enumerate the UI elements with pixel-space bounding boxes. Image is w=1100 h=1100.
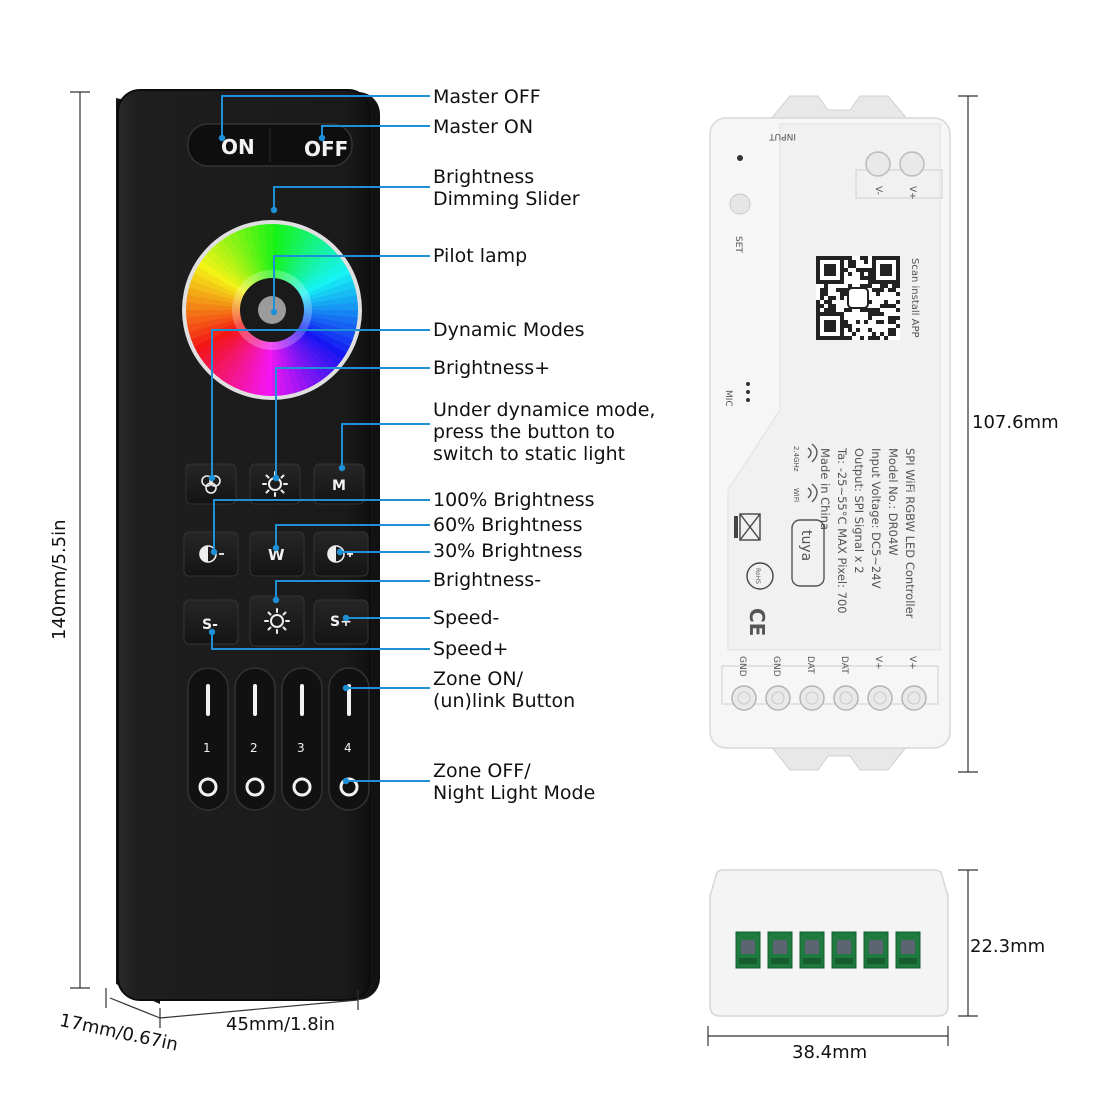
- input-v-minus-label: V-: [873, 186, 883, 195]
- output-terminal-label-1: GND: [771, 656, 781, 677]
- ce-mark: CE: [745, 608, 769, 636]
- callout-under-dynamic: Under dynamice mode, press the button to…: [433, 399, 656, 465]
- rohs-icon: [746, 562, 774, 590]
- callout-dynamic-modes: Dynamic Modes: [433, 319, 585, 341]
- callout-master-on: Master ON: [433, 116, 534, 138]
- callout-pilot-lamp: Pilot lamp: [433, 245, 528, 267]
- input-terminal-v-minus[interactable]: [865, 151, 891, 177]
- zone-button-2[interactable]: [234, 667, 276, 811]
- zone-number-3: 3: [297, 741, 305, 755]
- callout-master-off: Master OFF: [433, 86, 541, 108]
- output-terminal-0[interactable]: [731, 685, 757, 711]
- spec-line-1: Model No.: DR04W: [886, 448, 900, 556]
- on-button-label: ON: [221, 135, 255, 159]
- mic-label: MIC: [723, 390, 733, 407]
- rohs-label: RoHS: [754, 568, 761, 584]
- input-label: INPUT: [769, 131, 796, 141]
- spec-line-5: Made in China: [818, 448, 832, 530]
- dim-remote-height: 140mm/5.5in: [49, 519, 70, 640]
- callout-speed-minus: Speed-: [433, 607, 500, 629]
- output-terminal-5[interactable]: [901, 685, 927, 711]
- dim-controller-width: 38.4mm: [792, 1042, 868, 1063]
- zone-number-1: 1: [203, 741, 211, 755]
- controller-top-view: V- V+ INPUT SET Scan install APP MIC SPI…: [709, 95, 951, 771]
- spec-line-3: Output: SPI Signal x 2: [852, 448, 866, 574]
- speed-plus-label: S+: [330, 614, 352, 630]
- output-terminal-label-3: DAT: [839, 656, 849, 674]
- callout-brightness-30: 30% Brightness: [433, 540, 583, 562]
- weee-bin-icon: [734, 513, 761, 541]
- input-terminal-v-plus[interactable]: [899, 151, 925, 177]
- brightness-100-button[interactable]: [183, 531, 239, 577]
- output-terminal-1[interactable]: [765, 685, 791, 711]
- dim-controller-length: 107.6mm: [972, 412, 1059, 433]
- qr-code: [816, 256, 900, 340]
- set-label: SET: [733, 236, 743, 253]
- pilot-lamp: [258, 296, 286, 324]
- output-terminal-label-2: DAT: [805, 656, 815, 674]
- white-button-label: W: [268, 546, 285, 564]
- zone-on-bar-2: [253, 684, 257, 716]
- output-terminal-3[interactable]: [833, 685, 859, 711]
- output-terminal-label-5: V+: [907, 656, 917, 670]
- spec-line-4: Ta: -25~55°C MAX Pixel: 700: [835, 447, 849, 614]
- wifi-icon: [807, 443, 818, 503]
- remote-control: ON OFF M W S: [116, 89, 380, 1004]
- output-terminal-4[interactable]: [867, 685, 893, 711]
- wifi-label: WiFi: [792, 488, 800, 502]
- tuya-badge: [791, 519, 825, 587]
- set-button[interactable]: [729, 193, 751, 215]
- controller-side-view: [709, 869, 949, 1017]
- callout-brightness-plus: Brightness+: [433, 357, 551, 379]
- callout-brightness-slider: Brightness Dimming Slider: [433, 166, 580, 210]
- zone-off-ring-2: [245, 777, 265, 797]
- brightness-30-button[interactable]: [313, 531, 369, 577]
- mode-button-label: M: [332, 478, 346, 494]
- dim-controller-height: 22.3mm: [970, 936, 1046, 957]
- sun-small-icon: [264, 608, 290, 634]
- color-wheel-slider[interactable]: [182, 220, 362, 400]
- callout-brightness-100: 100% Brightness: [433, 489, 595, 511]
- zone-on-bar-3: [300, 684, 304, 716]
- callout-zone-off: Zone OFF/ Night Light Mode: [433, 760, 596, 804]
- freq-label: 2.4GHz: [792, 446, 800, 472]
- side-body: [709, 869, 949, 1017]
- spec-line-2: Input Voltage: DC5~24V: [869, 448, 883, 589]
- output-terminal-label-4: V+: [873, 656, 883, 670]
- off-button-label: OFF: [304, 137, 348, 161]
- zone-number-4: 4: [344, 741, 352, 755]
- callout-zone-on: Zone ON/ (un)link Button: [433, 668, 576, 712]
- brightness-minus-button[interactable]: [249, 595, 305, 647]
- output-terminal-2[interactable]: [799, 685, 825, 711]
- tuya-label: tuya: [798, 530, 814, 561]
- dim-remote-depth: 17mm/0.67in: [57, 1010, 180, 1056]
- spec-line-0: SPI WiFi RGBW LED Controller: [903, 448, 917, 619]
- zone-on-bar-4: [347, 684, 351, 716]
- dim-remote-width: 45mm/1.8in: [226, 1014, 336, 1035]
- zone-off-ring-3: [292, 777, 312, 797]
- zone-on-bar-1: [206, 684, 210, 716]
- zone-button-1[interactable]: [187, 667, 229, 811]
- brightness-plus-button[interactable]: [249, 463, 301, 505]
- callout-speed-plus: Speed+: [433, 638, 509, 660]
- zone-number-2: 2: [250, 741, 258, 755]
- callout-brightness-minus: Brightness-: [433, 569, 542, 591]
- output-terminal-label-0: GND: [737, 656, 747, 677]
- callout-brightness-60: 60% Brightness: [433, 514, 583, 536]
- scan-app-label: Scan install APP: [909, 258, 920, 338]
- speed-minus-label: S-: [202, 617, 218, 633]
- zone-off-ring-1: [198, 777, 218, 797]
- input-v-plus-label: V+: [907, 186, 917, 200]
- zone-button-3[interactable]: [281, 667, 323, 811]
- zone-button-4[interactable]: [328, 667, 370, 811]
